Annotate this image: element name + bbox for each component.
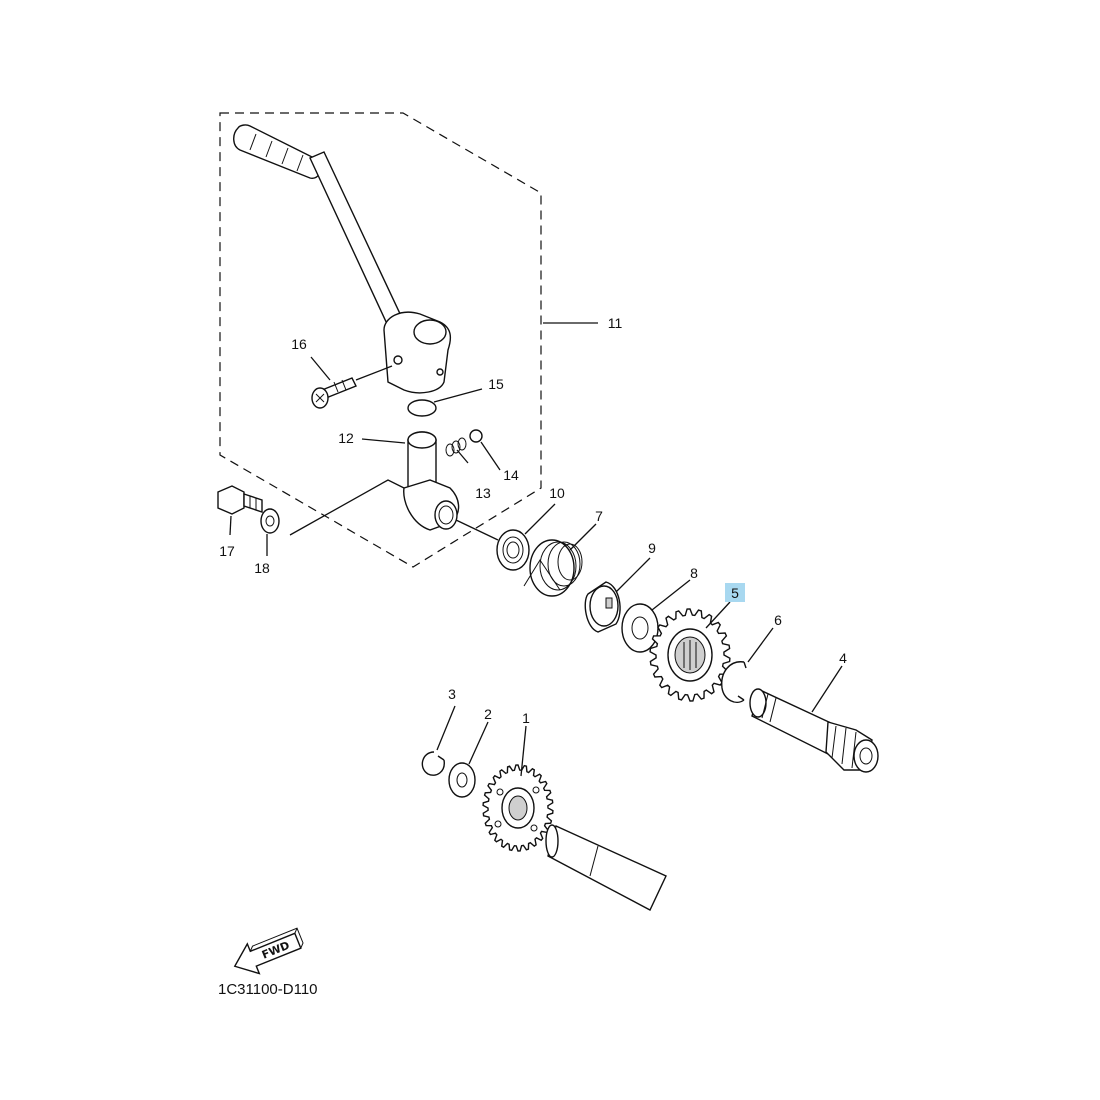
kick-shaft-12 [403,431,460,531]
o-ring-15 [407,399,437,417]
callout-8[interactable]: 8 [690,565,698,581]
callout-12[interactable]: 12 [338,430,354,446]
oil-seal-10 [496,529,530,571]
callout-7[interactable]: 7 [595,508,603,524]
bolt-17 [217,485,263,515]
assembly-dashed-outline [219,112,542,568]
bolt-16 [311,365,393,409]
callout-14[interactable]: 14 [503,467,519,483]
ball-14 [469,429,483,443]
spring-13 [445,437,467,457]
callout-18[interactable]: 18 [254,560,270,576]
callout-6[interactable]: 6 [774,612,782,628]
diagram-code: 1C31100-D110 [218,981,318,998]
idler-gear-1 [482,764,554,852]
washer-2 [448,762,476,798]
callout-16[interactable]: 16 [291,336,307,352]
callout-9[interactable]: 9 [648,540,656,556]
callout-3[interactable]: 3 [448,686,456,702]
circlip-3 [421,751,445,776]
callout-2[interactable]: 2 [484,706,492,722]
washer-18 [260,508,280,534]
leader-lines [229,322,843,777]
fwd-arrow-icon: FWD [233,927,304,975]
callout-15[interactable]: 15 [488,376,504,392]
callout-5-highlight [725,583,745,602]
collar-9 [584,581,621,633]
kick-gear-5 [649,608,731,702]
callout-4[interactable]: 4 [839,650,847,666]
washer-8 [621,603,659,653]
callout-11[interactable]: 11 [608,315,623,331]
callout-13[interactable]: 13 [475,485,491,501]
callout-5[interactable]: 5 [731,585,739,601]
circlip-6 [721,661,747,704]
idler-shaft [545,824,667,911]
callout-10[interactable]: 10 [549,485,565,501]
torsion-spring-7 [523,539,583,597]
callout-17[interactable]: 17 [219,543,235,559]
kick-axle-4 [749,688,879,773]
kick-arm [233,124,452,394]
callout-1[interactable]: 1 [522,710,530,726]
